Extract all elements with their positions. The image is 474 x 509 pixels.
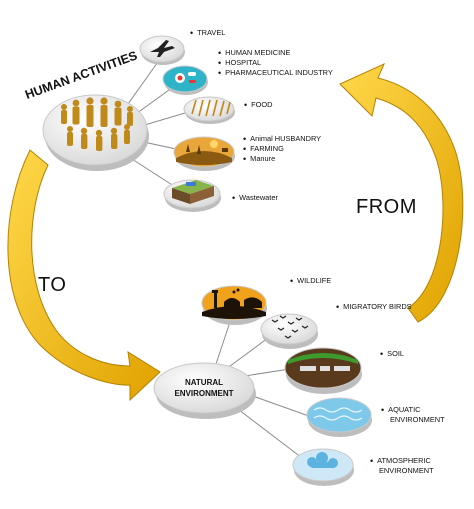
node-food (183, 96, 235, 124)
node-wildlife (201, 285, 267, 325)
from-label: FROM (356, 196, 417, 218)
node-wastewater (163, 179, 221, 212)
label-wastewater-text: Wastewater (239, 193, 278, 202)
natural-environment-line1: NATURAL (184, 378, 224, 387)
people-icon (61, 97, 133, 151)
label-wastewater: •Wastewater (232, 193, 278, 203)
to-label: TO (38, 274, 67, 296)
node-aquatic (306, 397, 372, 437)
node-medicine (162, 65, 208, 95)
label-food: •FOOD (244, 100, 273, 110)
from-arrow (339, 63, 464, 323)
label-manure: Manure (250, 154, 276, 163)
node-farming (173, 136, 235, 171)
node-travel (139, 35, 185, 65)
label-wildlife: •WILDLIFE (290, 276, 332, 286)
label-travel-text: TRAVEL (197, 28, 226, 37)
natural-environment-hub (153, 362, 256, 419)
label-hospital: HOSPITAL (225, 58, 262, 67)
label-human-medicine: HUMAN MEDICINE (225, 48, 291, 57)
wastewater-icon (172, 180, 214, 204)
label-migratory-birds: •MIGRATORY BIRDS (336, 302, 412, 312)
label-pharmaceutical: PHARMACEUTICAL INDUSTRY (225, 68, 333, 77)
natural-environment-line2: ENVIRONMENT (174, 389, 234, 398)
natural-environment-title: NATURAL ENVIRONMENT (164, 377, 244, 399)
label-animal-husbandry: Animal HUSBANDRY (250, 134, 322, 143)
node-migratory-birds (260, 313, 318, 349)
label-medicine: •HUMAN MEDICINE •HOSPITAL •PHARMACEUTICA… (218, 48, 333, 78)
label-atmospheric-line2: ENVIRONMENT (379, 466, 434, 475)
label-soil-text: SOIL (387, 349, 404, 358)
label-soil: •SOIL (380, 349, 404, 359)
farming-icon (176, 140, 232, 165)
human-activities-hub (42, 94, 149, 171)
label-aquatic: •AQUATIC ENVIRONMENT (381, 405, 445, 424)
label-atmospheric-line1: ATMOSPHERIC (377, 456, 431, 465)
medicine-icon (175, 72, 196, 83)
migratory-birds-icon (271, 315, 309, 339)
aquatic-icon (313, 407, 363, 421)
wildlife-icon (202, 288, 266, 319)
label-migratory-birds-text: MIGRATORY BIRDS (343, 302, 412, 311)
label-aquatic-line2: ENVIRONMENT (390, 415, 445, 424)
airplane-icon (150, 40, 175, 57)
label-travel: •TRAVEL (190, 28, 226, 38)
atmosphere-icon (307, 452, 338, 468)
soil-icon (288, 353, 358, 371)
label-farming: •Animal HUSBANDRY •FARMING •Manure (243, 134, 322, 164)
label-food-text: FOOD (251, 100, 273, 109)
to-arrow (7, 149, 161, 402)
label-farming-text: FARMING (250, 144, 284, 153)
node-atmosphere (292, 448, 354, 486)
label-atmospheric: •ATMOSPHERIC ENVIRONMENT (370, 456, 434, 475)
label-wildlife-text: WILDLIFE (297, 276, 332, 285)
node-soil (284, 347, 362, 394)
label-aquatic-line1: AQUATIC (388, 405, 421, 414)
food-icon (191, 99, 231, 117)
